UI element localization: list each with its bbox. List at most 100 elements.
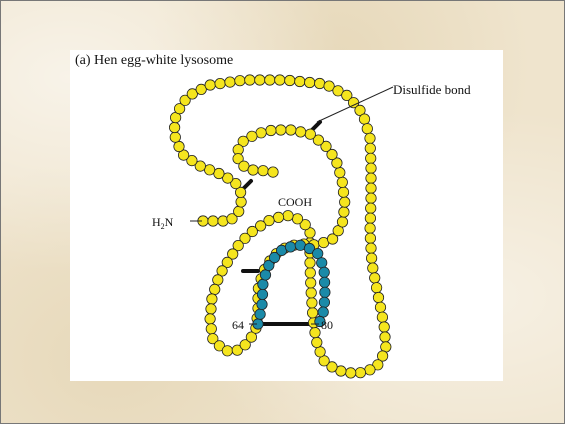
diagram-title: (a) Hen egg-white lysosome xyxy=(75,53,233,68)
residue-bead xyxy=(276,125,286,135)
loop-residue-bead xyxy=(257,299,267,309)
cooh-label: COOH xyxy=(278,195,312,209)
loop-residue-bead xyxy=(319,267,329,277)
residue-bead xyxy=(275,75,285,85)
residue-bead xyxy=(205,80,215,90)
residue-bead xyxy=(365,213,375,223)
residue-bead xyxy=(305,129,315,139)
residue-bead xyxy=(346,368,356,378)
residue-bead xyxy=(366,243,376,253)
residue-bead xyxy=(208,216,218,226)
residue-bead xyxy=(305,268,315,278)
residue-bead xyxy=(286,125,296,135)
residue-bead xyxy=(366,253,376,263)
residue-bead xyxy=(215,78,225,88)
residue-bead xyxy=(355,368,365,378)
residue-bead xyxy=(373,292,383,302)
residue-bead xyxy=(295,127,305,137)
residue-bead xyxy=(236,197,246,207)
residue-bead xyxy=(312,337,322,347)
residue-bead xyxy=(365,365,375,375)
residue-bead xyxy=(365,223,375,233)
residue-bead xyxy=(207,294,217,304)
residue-bead xyxy=(362,124,372,134)
residue-bead xyxy=(225,77,235,87)
residue-bead xyxy=(366,193,376,203)
residue-bead xyxy=(315,347,325,357)
residue-64-label: 64 xyxy=(232,318,244,332)
residue-bead xyxy=(235,76,245,86)
loop-residue-bead xyxy=(255,309,265,319)
residue-bead xyxy=(305,258,315,268)
loop-residue-bead xyxy=(260,270,270,280)
residue-bead xyxy=(366,163,376,173)
residue-bead xyxy=(305,77,315,87)
residue-bead xyxy=(337,177,347,187)
residue-bead xyxy=(368,263,378,273)
residue-bead xyxy=(315,78,325,88)
residue-bead xyxy=(377,312,387,322)
residue-bead xyxy=(306,278,316,288)
residue-bead xyxy=(268,167,278,177)
residue-bead xyxy=(266,125,276,135)
residue-bead xyxy=(366,203,376,213)
residue-bead xyxy=(340,197,350,207)
residue-bead xyxy=(379,322,389,332)
residue-bead xyxy=(306,288,316,298)
loop-residue-bead xyxy=(258,279,268,289)
residue-bead xyxy=(338,187,348,197)
residue-bead xyxy=(285,75,295,85)
residue-bead xyxy=(371,283,381,293)
residue-bead xyxy=(245,75,255,85)
polypeptide-chain xyxy=(169,75,391,378)
loop-residue-bead xyxy=(320,287,330,297)
loop-residue-bead xyxy=(319,277,329,287)
residue-bead xyxy=(204,165,214,175)
figure-panel: (a) Hen egg-white lysosome Disulfide bon… xyxy=(70,50,503,381)
residue-bead xyxy=(339,207,349,217)
residue-bead xyxy=(366,173,376,183)
loop-residue-bead xyxy=(319,297,329,307)
residue-bead xyxy=(255,75,265,85)
residue-bead xyxy=(366,183,376,193)
residue-bead xyxy=(337,217,347,227)
residue-bead xyxy=(292,214,302,224)
residue-bead xyxy=(366,153,376,163)
residue-bead xyxy=(210,284,220,294)
residue-bead xyxy=(380,332,390,342)
residue-bead xyxy=(265,75,275,85)
disulfide-leader-line xyxy=(317,87,393,122)
residue-bead xyxy=(365,143,375,153)
residue-bead xyxy=(370,273,380,283)
residue-bead xyxy=(222,346,232,356)
residue-bead xyxy=(295,76,305,86)
residue-bead xyxy=(258,166,268,176)
residue-bead xyxy=(273,212,283,222)
loop-residue-bead xyxy=(257,289,267,299)
residue-bead xyxy=(335,167,345,177)
residue-bead xyxy=(170,132,180,142)
residue-bead xyxy=(205,314,215,324)
residue-bead xyxy=(310,327,320,337)
loop-residue-bead xyxy=(285,242,295,252)
residue-bead xyxy=(307,308,317,318)
residue-bead xyxy=(234,206,244,216)
loop-residue-bead xyxy=(318,307,328,317)
lysozyme-diagram: (a) Hen egg-white lysosome Disulfide bon… xyxy=(70,50,503,381)
residue-bead xyxy=(174,141,184,151)
residue-bead xyxy=(206,324,216,334)
residue-bead xyxy=(375,302,385,312)
amino-terminus-label: H2N xyxy=(152,215,174,231)
residue-bead xyxy=(248,165,258,175)
loop-residue-bead xyxy=(317,258,327,268)
disulfide-bond-label: Disulfide bond xyxy=(393,82,471,97)
residue-bead xyxy=(283,211,293,221)
residue-bead xyxy=(365,233,375,243)
residue-bead xyxy=(169,122,179,132)
residue-bead xyxy=(365,133,375,143)
residue-bead xyxy=(206,304,216,314)
residue-bead xyxy=(213,275,223,285)
residue-bead xyxy=(214,168,224,178)
residue-bead xyxy=(359,114,369,124)
